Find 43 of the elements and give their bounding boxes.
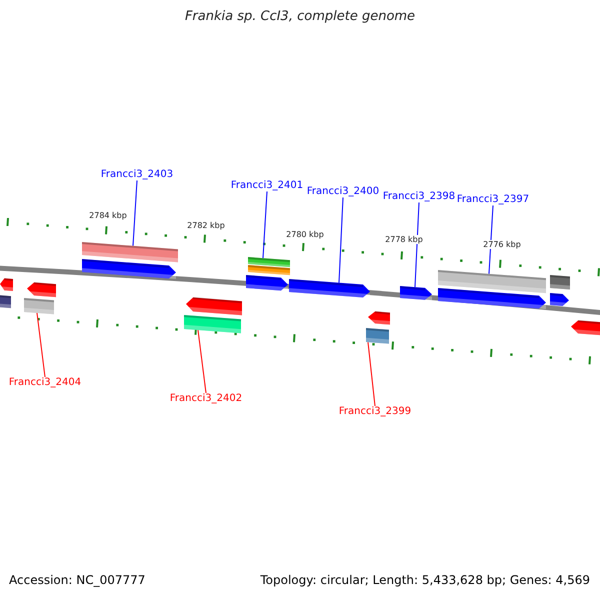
gene-label: Francci3_2402 <box>170 393 242 404</box>
genome-info-text: Topology: circular; Length: 5,433,628 bp; Genes: 4,569 <box>260 574 590 588</box>
gene-feature <box>82 259 176 280</box>
gene-label: Francci3_2403 <box>100 169 174 180</box>
feature-bar <box>24 298 54 314</box>
gene-feature <box>571 320 600 336</box>
leader-line <box>488 205 494 274</box>
gene-feature <box>368 311 390 325</box>
scale-label: 2782 kbp <box>187 221 225 230</box>
feature-bar <box>0 295 11 308</box>
gene-label: Francci3_2400 <box>306 186 380 198</box>
gene-feature <box>550 293 569 306</box>
gene-feature <box>0 278 13 291</box>
gene-feature <box>186 297 242 316</box>
feature-bar <box>248 265 290 276</box>
leader-line <box>198 330 206 394</box>
leader-line <box>414 202 420 288</box>
feature-bar <box>248 257 290 268</box>
leader-line <box>132 180 138 246</box>
gene-label: Francci3_2397 <box>456 194 530 206</box>
gene-feature <box>246 275 288 292</box>
gene-label: Francci3_2404 <box>8 377 82 388</box>
gene-label: Francci3_2399 <box>338 406 412 418</box>
feature-bar <box>438 270 546 294</box>
leader-line <box>262 191 268 259</box>
accession-text: Accession: NC_007777 <box>9 574 146 588</box>
feature-bar <box>366 328 389 344</box>
feature-bar <box>550 275 570 290</box>
leader-line <box>36 312 46 378</box>
scale-label: 2780 kbp <box>286 230 324 240</box>
scale-label: 2784 kbp <box>89 211 127 220</box>
gene-feature <box>400 286 432 300</box>
leader-line <box>368 342 376 406</box>
feature-bar <box>82 242 178 262</box>
diagram-title: Frankia sp. CcI3, complete genome <box>184 10 416 25</box>
gene-label: Francci3_2398 <box>382 191 456 202</box>
feature-bar <box>184 315 241 334</box>
scale-label: 2776 kbp <box>483 240 521 250</box>
gene-feature <box>438 288 546 310</box>
gene-feature <box>27 282 56 298</box>
leader-line <box>338 197 344 284</box>
gene-label: Francci3_2401 <box>230 180 304 192</box>
scale-label: 2778 kbp <box>385 235 423 244</box>
